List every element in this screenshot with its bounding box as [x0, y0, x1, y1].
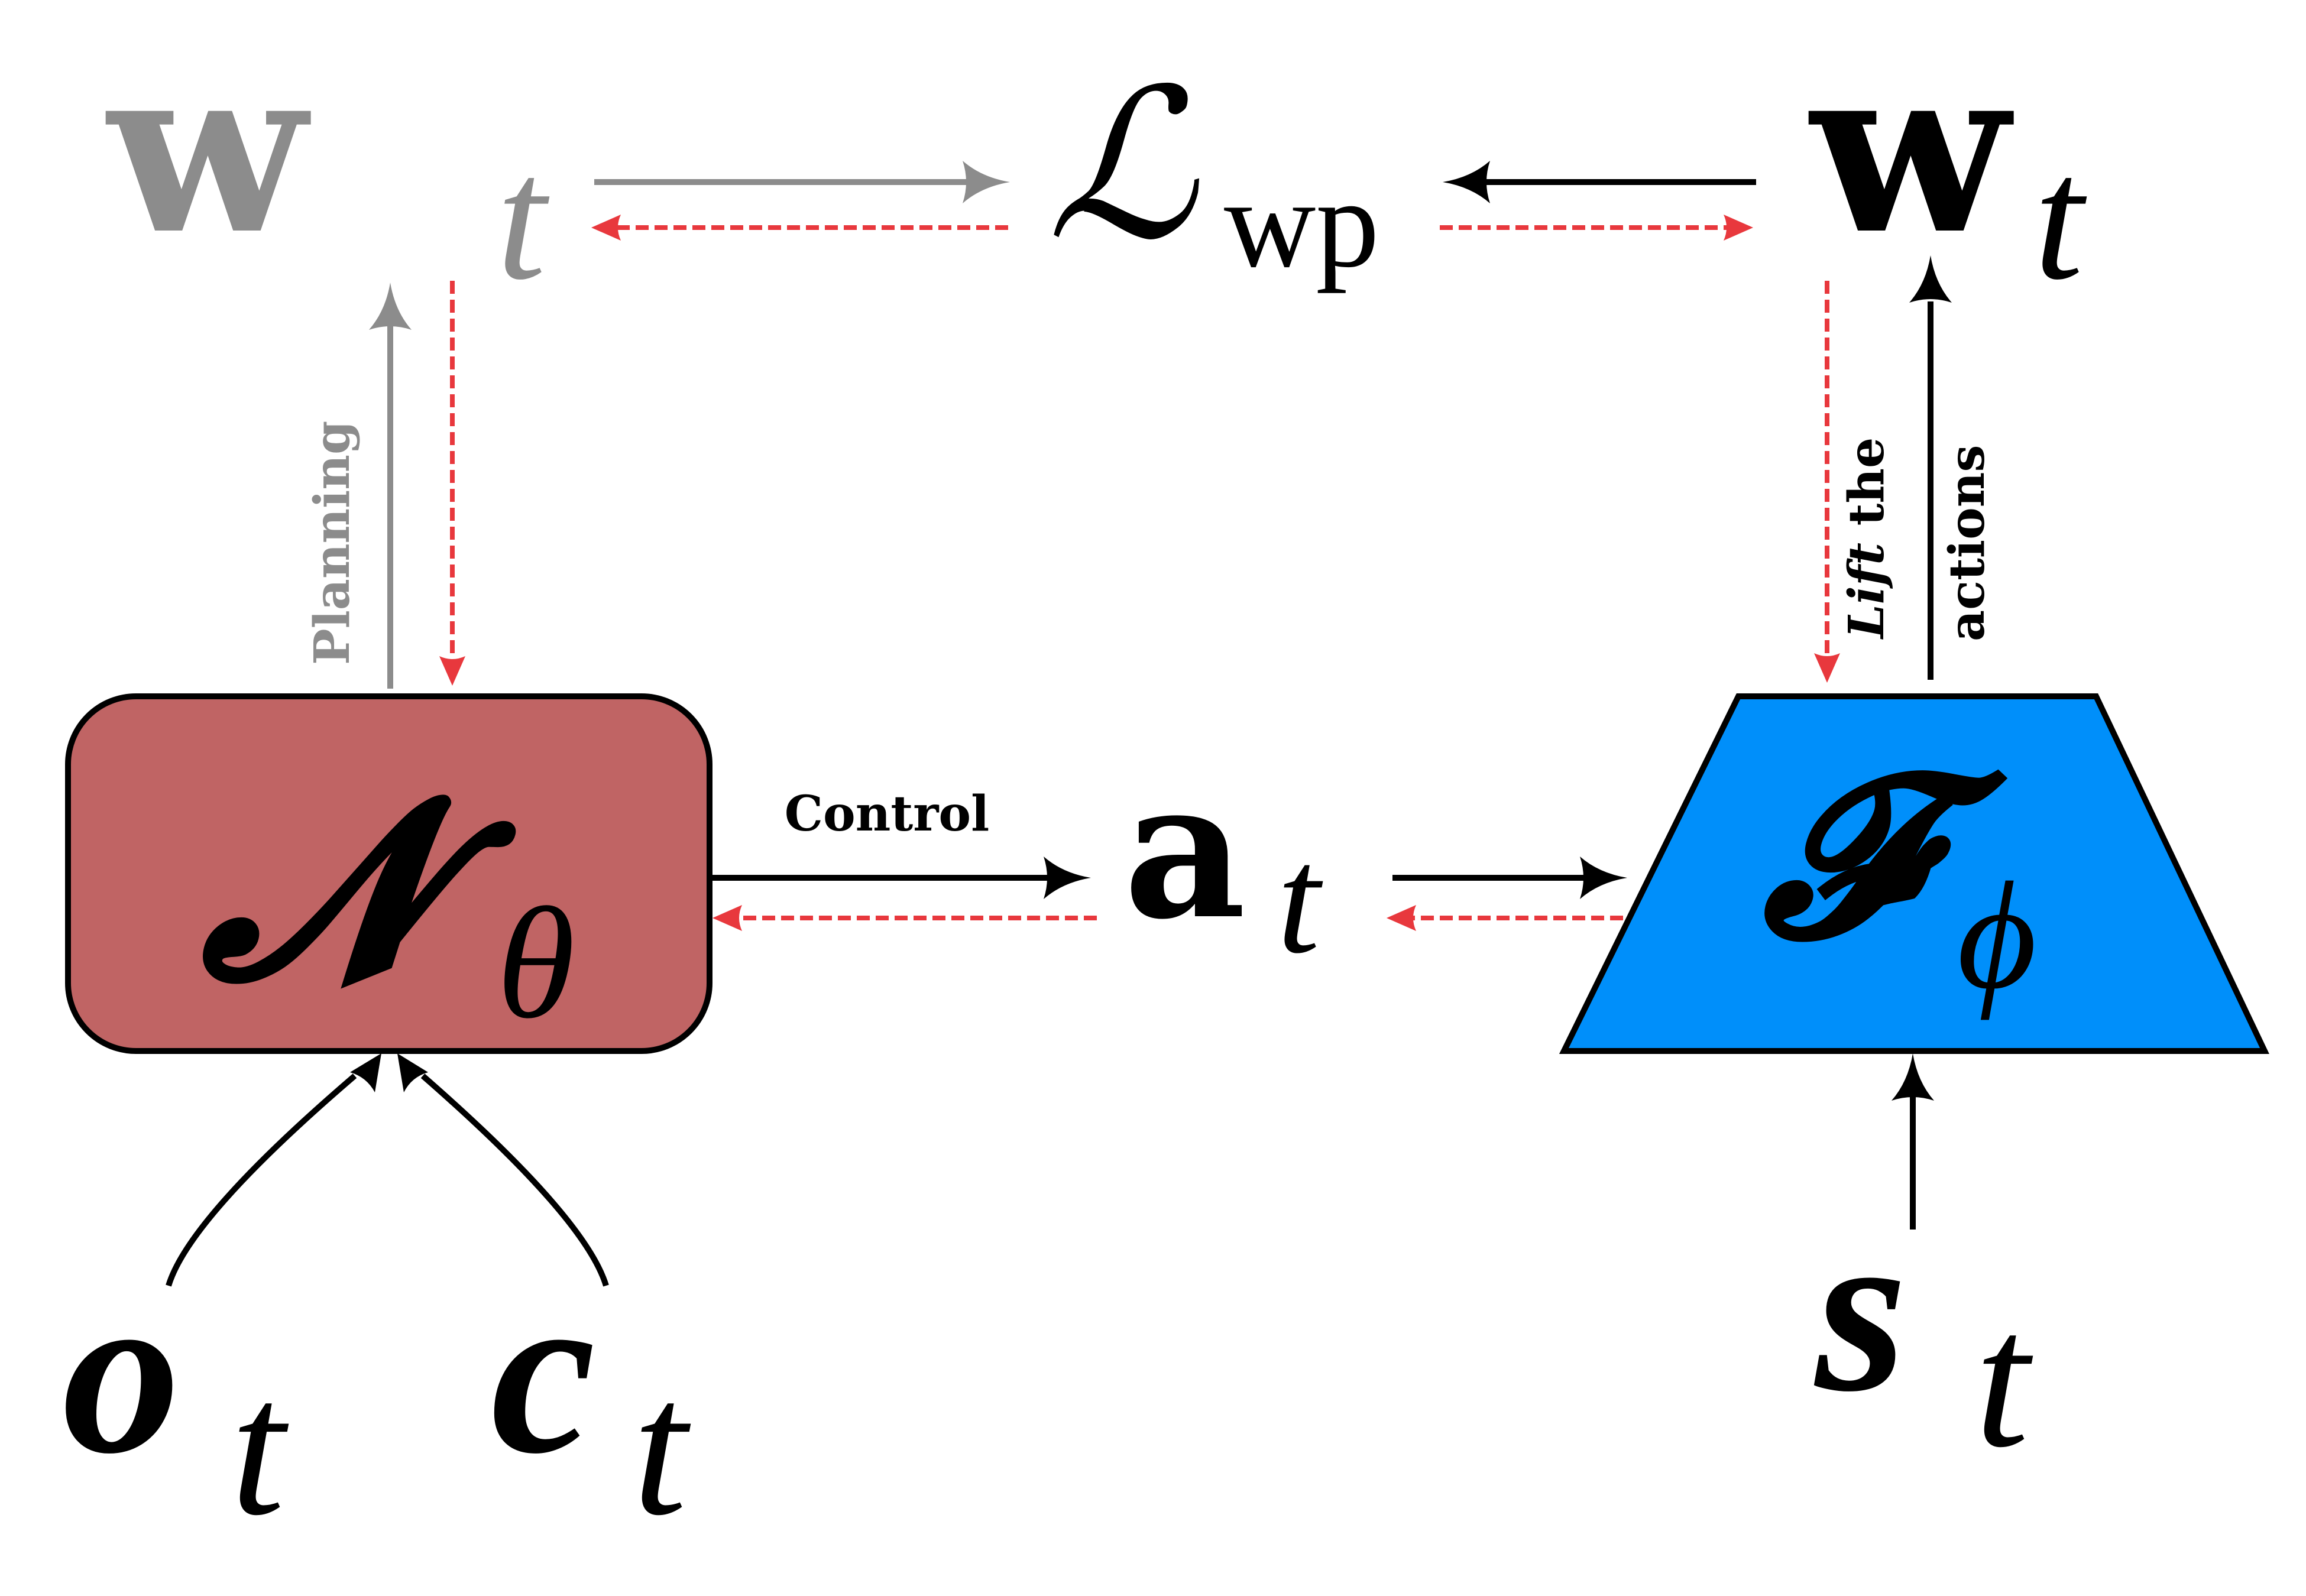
arrow-model-to-wright — [1909, 255, 1952, 680]
gradient-wright-to-model — [1814, 281, 1840, 683]
gradient-loss-to-wleft — [591, 215, 1008, 241]
arrow-observation-to-network — [166, 1053, 381, 1287]
arrow-wright-to-loss — [1443, 161, 1756, 203]
loss-subscript: wp — [1224, 153, 1379, 294]
arrow-network-to-action — [712, 857, 1091, 899]
gradient-loss-to-wright — [1440, 215, 1753, 241]
model-subscript: ϕ — [1957, 851, 2037, 1021]
network-box — [65, 693, 712, 1054]
the-word: the — [1838, 437, 1895, 543]
actions-label: actions — [1939, 445, 1996, 641]
action-subscript: t — [1277, 815, 1325, 985]
state-subscript: t — [1975, 1272, 2036, 1488]
model-trapezoid — [1559, 693, 2269, 1054]
w-right-label: w — [1807, 14, 2016, 285]
w-left-subscript: t — [497, 120, 552, 316]
lift-word: Lift — [1838, 543, 1895, 640]
command-subscript: t — [633, 1340, 694, 1556]
w-right-subscript: t — [2034, 120, 2090, 316]
lift-the-label: Lift the — [1838, 437, 1895, 640]
arrow-action-to-model — [1392, 857, 1627, 899]
arrow-wleft-to-loss — [594, 161, 1010, 203]
gradient-action-to-network — [712, 905, 1097, 931]
action-label: a — [1123, 739, 1246, 961]
state-label: s — [1812, 1179, 1907, 1441]
planning-label: Planning — [304, 421, 361, 665]
control-label: Control — [785, 786, 990, 842]
gradient-model-to-action — [1387, 905, 1623, 931]
w-left-label: w — [104, 14, 313, 285]
loss-label: ℒ — [1047, 52, 1202, 281]
gradient-wleft-to-network — [439, 281, 465, 686]
network-subscript: θ — [497, 875, 575, 1052]
observation-subscript: t — [231, 1340, 292, 1556]
arrow-command-to-network — [397, 1053, 609, 1287]
command-label: c — [491, 1241, 596, 1503]
arrow-network-to-wleft — [369, 283, 412, 689]
observation-label: o — [62, 1241, 180, 1503]
arrow-state-to-model — [1892, 1053, 1934, 1230]
